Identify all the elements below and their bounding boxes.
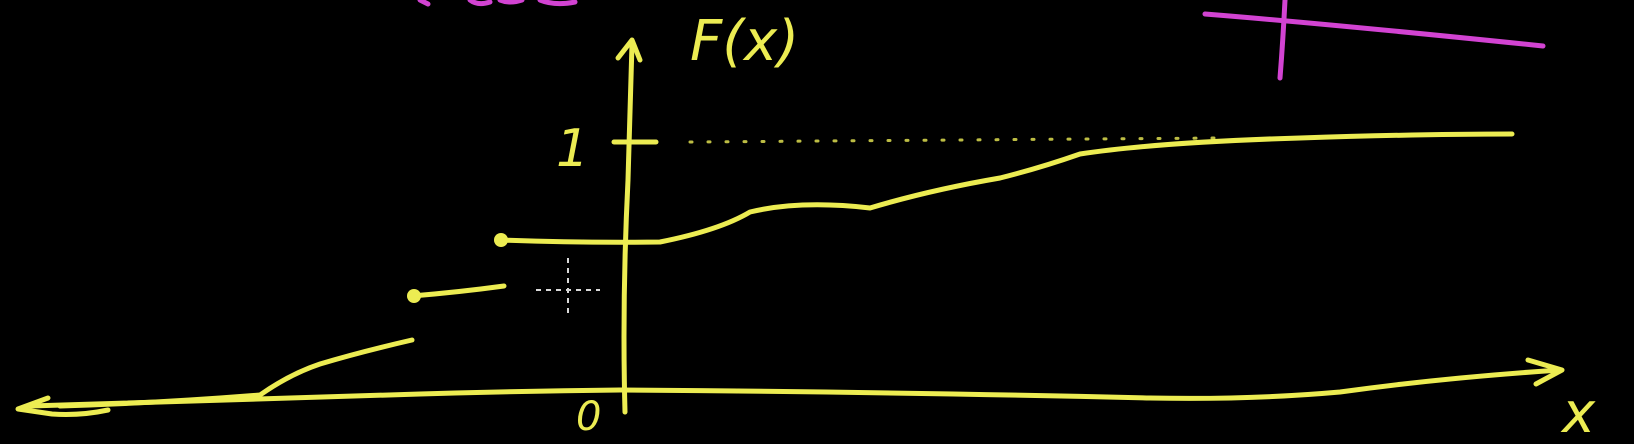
origin-label: 0 (576, 394, 601, 440)
y-axis (615, 37, 643, 415)
dotted-guide-line (688, 136, 1222, 144)
curve-step-high (497, 131, 1515, 245)
magenta-cross-mark (1202, 0, 1546, 81)
curve-step-low (409, 283, 507, 299)
crosshair-cursor-icon (536, 258, 600, 318)
top-left-magenta-scribble (417, 0, 578, 7)
curve-left-tail (57, 337, 415, 409)
x-axis (15, 357, 1565, 417)
y-tick-label-one: 1 (556, 119, 589, 179)
step-low-closed-dot (407, 289, 421, 303)
step-high-closed-dot (494, 233, 508, 247)
cdf-curve (57, 131, 1515, 409)
x-axis-label: x (1560, 381, 1596, 444)
y-axis-label: F(x) (690, 9, 799, 74)
